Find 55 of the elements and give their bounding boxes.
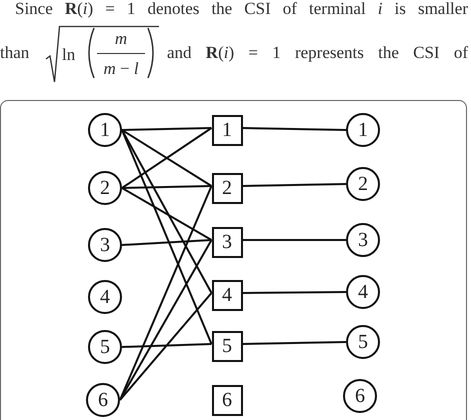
paragraph-text: Since R(i) = 1 denotes the CSI of terminal i is smaller <box>15 0 468 18</box>
circle-node <box>88 171 122 205</box>
circle-node <box>346 167 380 201</box>
node-number: 2 <box>100 177 110 199</box>
circle-node <box>88 113 122 147</box>
square-node <box>212 384 242 416</box>
connector-line <box>119 292 212 401</box>
circle-node <box>343 379 377 413</box>
node-number: 6 <box>222 389 232 411</box>
node-number: 3 <box>222 231 232 253</box>
node-number: 4 <box>100 286 110 308</box>
circle-node <box>346 275 380 309</box>
circle-node <box>88 280 122 314</box>
connector-line <box>122 127 212 131</box>
node-number: 1 <box>358 119 368 141</box>
connector-line <box>242 183 346 187</box>
connector-line <box>242 341 346 345</box>
connector-line <box>242 291 346 294</box>
node-number: 5 <box>100 336 110 358</box>
square-node <box>212 330 242 362</box>
connector-line <box>122 185 212 189</box>
connector-line <box>119 240 212 400</box>
node-number: 2 <box>222 177 232 199</box>
node-number: 1 <box>100 119 110 141</box>
node-number: 3 <box>100 234 110 256</box>
node-number: 2 <box>358 173 368 195</box>
square-node <box>212 114 242 146</box>
square-node <box>212 280 242 310</box>
circle-node <box>346 113 380 147</box>
node-number: 5 <box>222 335 232 357</box>
circle-node <box>346 223 380 257</box>
paragraph-text: than <box>0 44 30 62</box>
connector-line <box>121 130 212 294</box>
connector-line <box>122 239 212 246</box>
circle-node <box>86 383 120 417</box>
circle-node <box>88 330 122 364</box>
square-node <box>212 226 242 258</box>
node-number: 6 <box>355 385 365 407</box>
circle-node <box>346 325 380 359</box>
node-number: 4 <box>222 284 232 306</box>
math-function: ln <box>62 46 76 64</box>
node-number: 3 <box>358 229 368 251</box>
connector-line <box>122 187 212 241</box>
node-number: 1 <box>222 119 232 141</box>
connector-line <box>242 127 346 131</box>
node-number: 6 <box>98 389 108 411</box>
fraction-denominator: m − l <box>103 60 139 78</box>
circle-node <box>88 228 122 262</box>
connector-line <box>122 343 212 348</box>
node-number: 5 <box>358 331 368 353</box>
node-number: 4 <box>358 281 368 303</box>
connector-line <box>242 239 346 241</box>
paragraph-text: and R(i) = 1 represents the CSI of <box>167 44 468 62</box>
square-node <box>212 172 242 204</box>
fraction-numerator: m <box>114 30 128 48</box>
